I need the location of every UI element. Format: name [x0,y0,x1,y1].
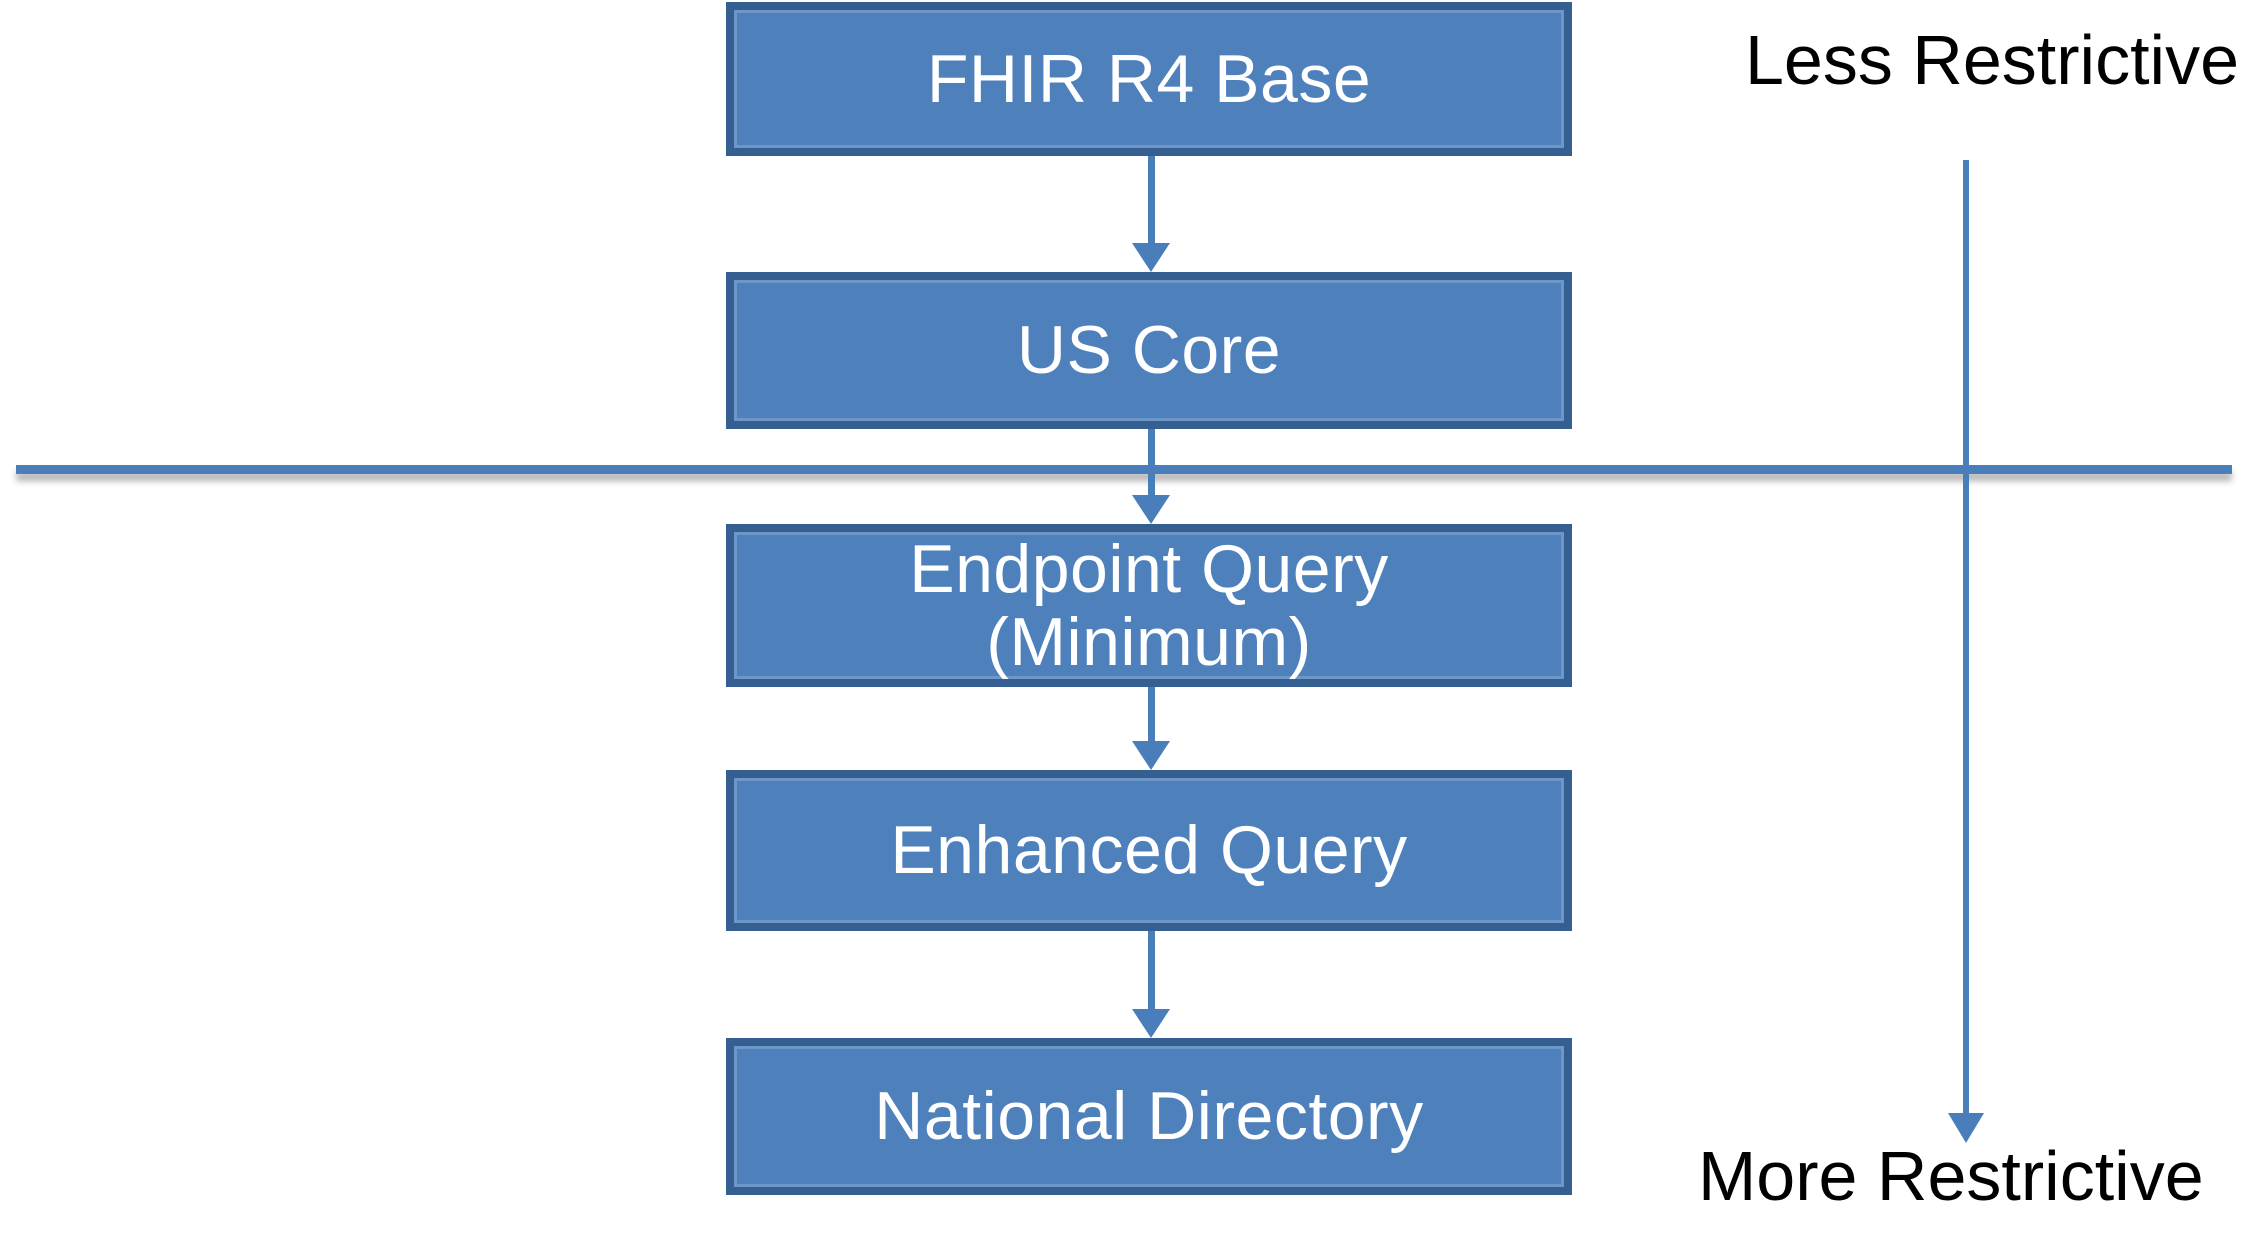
flow-box-label: FHIR R4 Base [926,40,1372,117]
flow-box-endpoint-query-minimum: Endpoint Query (Minimum) [726,524,1572,687]
down-arrow-4-head-icon [1132,1009,1170,1038]
down-arrow-3-stem [1148,686,1155,742]
flow-box-us-core: US Core [726,272,1572,429]
down-arrow-1-stem [1148,155,1155,244]
restrictiveness-axis-arrow-head-icon [1948,1113,1984,1143]
flow-box-label: National Directory [874,1078,1424,1155]
flow-box-label: Endpoint Query [909,531,1389,608]
down-arrow-2-head-icon [1132,495,1170,524]
flow-box-national-directory: National Directory [726,1038,1572,1195]
down-arrow-4-stem [1148,930,1155,1010]
down-arrow-1-head-icon [1132,243,1170,272]
restrictiveness-axis-arrow-stem [1963,160,1969,1113]
flow-box-label-line2: (Minimum) [986,603,1312,680]
flow-box-enhanced-query: Enhanced Query [726,770,1572,931]
down-arrow-2-stem [1148,428,1155,496]
flow-box-label: US Core [1016,312,1282,389]
divider-line [16,465,2232,474]
down-arrow-3-head-icon [1132,741,1170,770]
flow-box-label: Enhanced Query [890,812,1408,889]
less-restrictive-label: Less Restrictive [1745,21,2240,99]
flow-box-fhir-r4-base: FHIR R4 Base [726,2,1572,156]
more-restrictive-label: More Restrictive [1698,1137,2204,1215]
